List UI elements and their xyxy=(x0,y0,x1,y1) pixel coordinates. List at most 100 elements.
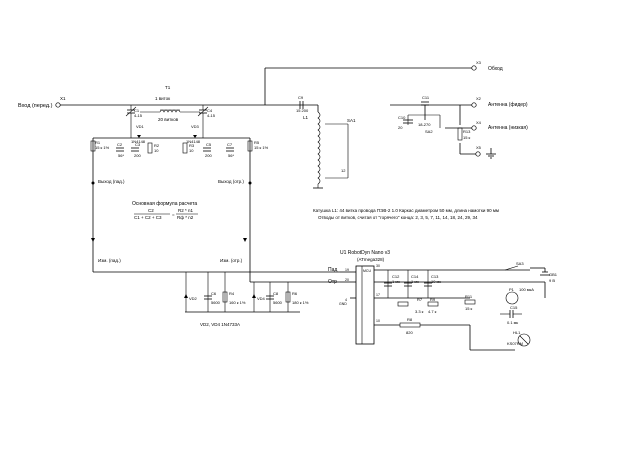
svg-text:3.3 к: 3.3 к xyxy=(415,309,424,314)
svg-text:VD2: VD2 xyxy=(189,296,198,301)
svg-text:12: 12 xyxy=(341,168,346,173)
svg-text:20: 20 xyxy=(398,125,403,130)
svg-text:15 к: 15 к xyxy=(465,306,473,311)
svg-text:15 к: 15 к xyxy=(463,135,471,140)
svg-text:(ATmega328): (ATmega328) xyxy=(357,257,385,262)
svg-text:Антенна (низкая): Антенна (низкая) xyxy=(488,125,528,131)
svg-text:R2: R2 xyxy=(154,143,160,148)
svg-text:160 к 1%: 160 к 1% xyxy=(229,300,246,305)
svg-text:1 мк: 1 мк xyxy=(392,279,400,284)
svg-text:Выход (отр.): Выход (отр.) xyxy=(218,179,244,184)
svg-text:820: 820 xyxy=(406,330,413,335)
svg-text:C9: C9 xyxy=(298,95,304,100)
svg-text:GND: GND xyxy=(339,302,347,306)
svg-text:C2: C2 xyxy=(117,142,123,147)
svg-text:Вход (перед.): Вход (перед.) xyxy=(18,103,53,109)
svg-text:X3: X3 xyxy=(476,60,482,65)
svg-text:C2: C2 xyxy=(148,208,154,213)
antenna-tuning: C11 18-270 SA2 C10 20 R13 15 к xyxy=(398,95,471,141)
svg-text:C3: C3 xyxy=(135,142,141,147)
svg-text:P1: P1 xyxy=(509,287,515,292)
svg-text:1 виток: 1 виток xyxy=(155,96,170,101)
svg-text:R8: R8 xyxy=(407,317,413,322)
svg-text:Изм. (отр.): Изм. (отр.) xyxy=(220,258,243,263)
svg-text:C13: C13 xyxy=(431,274,439,279)
transformer-t1: T1 1 виток 20 витков xyxy=(140,85,200,122)
svg-text:18-270: 18-270 xyxy=(418,122,431,127)
svg-text:X4: X4 xyxy=(476,120,482,125)
main-wires xyxy=(58,67,546,351)
svg-text:VD3: VD3 xyxy=(191,124,200,129)
svg-text:R7: R7 xyxy=(417,297,423,302)
svg-text:C1 + C2 + C3: C1 + C2 + C3 xyxy=(134,215,162,220)
svg-text:4: 4 xyxy=(345,298,347,302)
svg-text:30: 30 xyxy=(376,264,380,268)
coil-notes: Катушка L1: 44 витка провода ПЭВ-2 1.0 К… xyxy=(313,208,499,220)
svg-text:GB1: GB1 xyxy=(549,272,558,277)
svg-text:SA3: SA3 xyxy=(516,261,524,266)
svg-text:R3: R3 xyxy=(189,143,195,148)
svg-text:9 В: 9 В xyxy=(549,278,555,283)
svg-text:200: 200 xyxy=(205,153,212,158)
svg-text:200: 200 xyxy=(134,153,141,158)
svg-text:C10: C10 xyxy=(398,115,406,120)
svg-text:Пад: Пад xyxy=(328,267,337,273)
svg-text:R11: R11 xyxy=(465,294,473,299)
svg-text:15 к 1%: 15 к 1% xyxy=(254,145,269,150)
svg-text:C15: C15 xyxy=(510,305,518,310)
svg-text:100 мкА: 100 мкА xyxy=(519,287,534,292)
svg-text:Изм. (пад.): Изм. (пад.) xyxy=(98,258,121,263)
right-connectors: X3 Обход X2 Антенна (фидер) X4 Антенна (… xyxy=(471,60,528,159)
svg-text:19: 19 xyxy=(345,268,349,272)
svg-text:C14: C14 xyxy=(411,274,419,279)
svg-text:Отр: Отр xyxy=(328,279,337,285)
svg-text:C4: C4 xyxy=(207,108,213,113)
svg-text:C7: C7 xyxy=(227,142,233,147)
svg-text:C6: C6 xyxy=(211,291,217,296)
svg-text:Отводы от витков, считая от "г: Отводы от витков, считая от "горячего" к… xyxy=(318,215,478,220)
svg-text:X5: X5 xyxy=(476,145,482,150)
svg-text:C8: C8 xyxy=(273,291,279,296)
svg-text:5600: 5600 xyxy=(211,300,221,305)
svg-text:1N4148: 1N4148 xyxy=(186,139,201,144)
svg-text:1N4148: 1N4148 xyxy=(131,139,146,144)
svg-text:15 200: 15 200 xyxy=(296,108,309,113)
svg-text:R1: R1 xyxy=(95,140,101,145)
bridge-right-components: C4 4-15 VD3 1N4148 R3 10 C5 200 C7 56* R… xyxy=(182,105,269,158)
svg-text:X1: X1 xyxy=(60,96,66,101)
svg-text:180 к 1%: 180 к 1% xyxy=(292,300,309,305)
svg-text:5600: 5600 xyxy=(273,300,283,305)
svg-text:Катушка L1: 44 витка провода: Катушка L1: 44 витка провода ПЭВ-2 1.0 К… xyxy=(313,208,499,213)
svg-text:R6: R6 xyxy=(292,291,298,296)
svg-text:=: = xyxy=(172,212,175,217)
svg-text:C11: C11 xyxy=(422,95,430,100)
svg-text:VD4: VD4 xyxy=(257,296,266,301)
svg-text:T1: T1 xyxy=(165,85,171,90)
svg-text:Обход: Обход xyxy=(488,66,503,72)
svg-text:R5: R5 xyxy=(254,140,260,145)
svg-text:1 мк: 1 мк xyxy=(411,279,419,284)
svg-text:L1: L1 xyxy=(303,115,309,120)
svg-text:4.7 к: 4.7 к xyxy=(428,309,437,314)
svg-text:R13: R13 xyxy=(463,129,471,134)
svg-text:SA2: SA2 xyxy=(425,129,433,134)
svg-text:R9: R9 xyxy=(430,297,436,302)
svg-text:56*: 56* xyxy=(228,153,234,158)
svg-text:4-15: 4-15 xyxy=(134,113,143,118)
mcu-u1: U1 RobotDyn Nano v3 (ATmega328) MCU GND … xyxy=(328,250,390,345)
svg-text:4-15: 4-15 xyxy=(207,113,216,118)
measurement-filter-components: VD2 C6 5600 R4 160 к 1% VD4 C8 5600 R6 1… xyxy=(184,272,309,327)
svg-text:17: 17 xyxy=(376,293,380,297)
svg-text:VD1: VD1 xyxy=(136,124,145,129)
svg-text:C12: C12 xyxy=(392,274,400,279)
svg-text:R2 * n1: R2 * n1 xyxy=(178,208,194,213)
svg-text:VD2, VD4 1N4733A: VD2, VD4 1N4733A xyxy=(200,322,240,327)
svg-text:10: 10 xyxy=(154,148,159,153)
svg-text:10: 10 xyxy=(376,319,380,323)
svg-text:C5: C5 xyxy=(206,142,212,147)
svg-text:20: 20 xyxy=(345,278,349,282)
svg-text:Rф * n2: Rф * n2 xyxy=(177,215,194,220)
mcu-right-components: C12 1 мк C14 1 мк C13 10 мк R7 3.3 к R9 … xyxy=(384,261,558,347)
input-connector-x1: X1 Вход (перед.) xyxy=(18,96,66,109)
